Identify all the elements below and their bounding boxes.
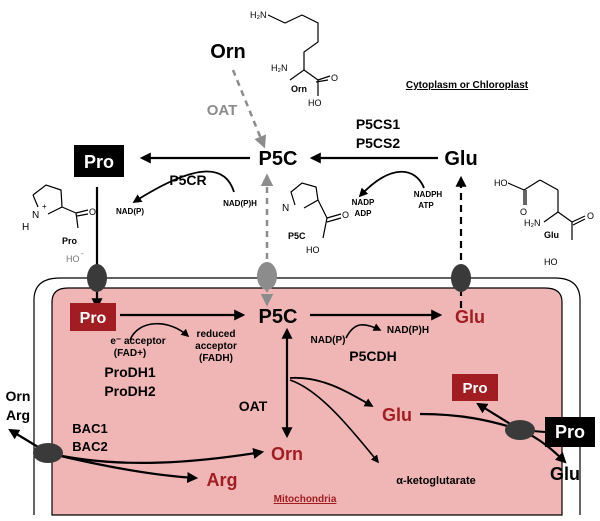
glu-struct-label: Glu (544, 230, 559, 240)
p5cdh-label: P5CDH (349, 348, 396, 364)
pro-struct-plus: + (42, 202, 47, 211)
glu-struct-ho-bottom: HO (544, 257, 558, 267)
glu-outside: Glu (550, 464, 580, 484)
pro-mito: Pro (80, 310, 107, 327)
glu-struct-o-top: O (520, 207, 527, 217)
prodh-acceptor-arrow (129, 322, 190, 341)
acceptor-label: acceptor (195, 341, 237, 352)
proline-structure (32, 184, 89, 229)
oat-cytoplasm-arrow (231, 69, 267, 149)
pro-struct-n: N (32, 210, 39, 221)
orn-struct-h2n: H₂N (271, 63, 288, 73)
p5cs1-label: P5CS1 (356, 116, 401, 132)
arg-outside: Arg (6, 407, 30, 423)
orn-struct-h2n-top: H₂N (250, 10, 267, 20)
pro-transporter (87, 264, 107, 292)
mitochondria-label: Mitochondria (274, 494, 337, 505)
p5cdh-cofactor-arrow (345, 323, 382, 339)
p5cs2-label: P5CS2 (356, 135, 401, 151)
p5c-struct-o: O (342, 210, 349, 220)
oat-ketoglutarate-arrow (289, 379, 380, 464)
reduced-label: reduced (197, 329, 236, 340)
orn-cytoplasm: Orn (210, 41, 246, 63)
pro-outside: Pro (555, 422, 585, 442)
nadp-mito-label: NAD(P) (311, 335, 346, 346)
pro-cytoplasm-box (74, 145, 124, 177)
bac1-label: BAC1 (72, 421, 107, 436)
pro-export-box (452, 374, 498, 401)
pro-cytoplasm: Pro (84, 152, 114, 172)
oat-cytoplasm-label: OAT (207, 102, 238, 119)
pro-struct-label: Pro (62, 236, 78, 246)
glu-structure (507, 179, 586, 240)
orn-struct-o: O (331, 73, 338, 83)
pro-struct-h: H (22, 222, 29, 233)
mitochondria-outer-membrane (33, 277, 581, 515)
prodh2-label: ProDH2 (104, 383, 156, 399)
p5c-structure (290, 182, 342, 239)
fadh-label: (FADH) (199, 353, 233, 364)
orn-struct-ho: HO (308, 98, 322, 108)
nadp-label: NADP (352, 198, 375, 207)
p5c-struct-label: P5C (288, 231, 306, 241)
glu-transporter (451, 264, 471, 292)
glu-struct-ho: HO (494, 178, 508, 188)
ketoglutarate-label: α-ketoglutarate (396, 475, 476, 487)
orn-mito: Orn (271, 444, 303, 464)
oat-mito-label: OAT (239, 398, 268, 414)
pro-struct-ho: HO (66, 254, 80, 264)
pro-outside-box (545, 417, 595, 447)
nadph-mito-label: NAD(P)H (387, 325, 429, 336)
fad-plus-label: (FAD+) (114, 348, 147, 359)
nadp-left: NAD(P) (116, 207, 144, 216)
bac-transporter (33, 443, 63, 463)
p5cr-cofactor-arrow (132, 170, 235, 203)
ornithine-structure (267, 14, 331, 96)
glu-cytoplasm: Glu (444, 148, 477, 170)
pro-glu-transporter (505, 420, 535, 440)
oat-glu-arrow (289, 376, 374, 407)
bac2-label: BAC2 (72, 439, 107, 454)
mitochondria-matrix (51, 287, 563, 516)
pro-struct-minus: - (81, 249, 84, 258)
p5c-transporter (257, 262, 277, 290)
orn-outside: Orn (6, 388, 31, 404)
adp-label: ADP (355, 209, 373, 218)
glu-struct-o: O (587, 211, 594, 221)
prodh1-label: ProDH1 (104, 364, 156, 380)
nadph-left: NAD(P)H (223, 199, 257, 208)
orn-struct-label: Orn (291, 84, 307, 94)
e-acceptor-label: e⁻ acceptor (110, 336, 165, 347)
pro-export: Pro (462, 380, 487, 397)
p5c-cytoplasm: P5C (259, 148, 298, 170)
atp-label: ATP (418, 201, 434, 210)
cytoplasm-label: Cytoplasm or Chloroplast (406, 80, 529, 91)
glu-oat-product: Glu (382, 405, 412, 425)
p5cr-label: P5CR (169, 172, 206, 188)
p5c-mito: P5C (259, 306, 298, 328)
glu-mito: Glu (455, 307, 485, 327)
pro-mito-box (70, 303, 116, 331)
bac-arg-import (47, 451, 199, 484)
arg-mito: Arg (207, 470, 238, 490)
glu-struct-h2n: H₂N (524, 218, 541, 228)
p5cs-cofactor-arrow (358, 170, 425, 198)
p5c-struct-n: N (282, 203, 289, 214)
p5c-struct-ho: HO (306, 245, 320, 255)
pro-struct-o: O (89, 207, 96, 217)
nadph-label: NADPH (414, 190, 443, 199)
